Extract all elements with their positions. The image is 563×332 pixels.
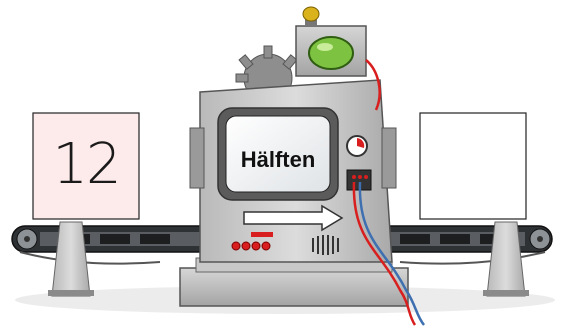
red-indicator — [251, 232, 273, 237]
machine-base — [180, 258, 408, 306]
beacon-icon — [303, 7, 319, 21]
input-card-value: 12 — [33, 115, 139, 215]
green-lamp — [309, 37, 353, 69]
output-card — [420, 113, 526, 219]
lamp-housing — [296, 7, 366, 76]
dial-icon — [347, 136, 367, 156]
machine-screen-label: Hälften — [232, 130, 324, 190]
